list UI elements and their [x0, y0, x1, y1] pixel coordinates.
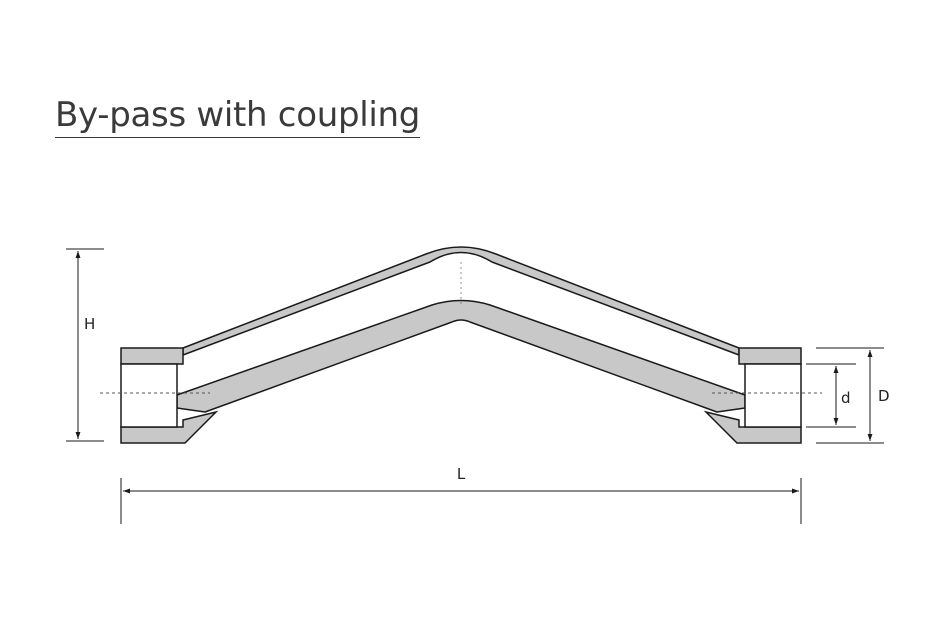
right-coupling: [703, 347, 802, 444]
height-label: H: [84, 315, 95, 333]
outer-diameter-label: D: [878, 387, 890, 405]
left-coupling: [120, 347, 219, 444]
length-dimension: L: [120, 465, 802, 524]
page-title: By-pass with coupling: [55, 95, 420, 139]
pipe-inner-wall: [176, 299, 746, 413]
inner-diameter-dimension: d: [806, 363, 856, 428]
outer-diameter-dimension: D: [816, 347, 890, 444]
inner-diameter-label: d: [841, 389, 851, 407]
height-dimension: H: [66, 248, 104, 442]
length-label: L: [457, 465, 466, 483]
